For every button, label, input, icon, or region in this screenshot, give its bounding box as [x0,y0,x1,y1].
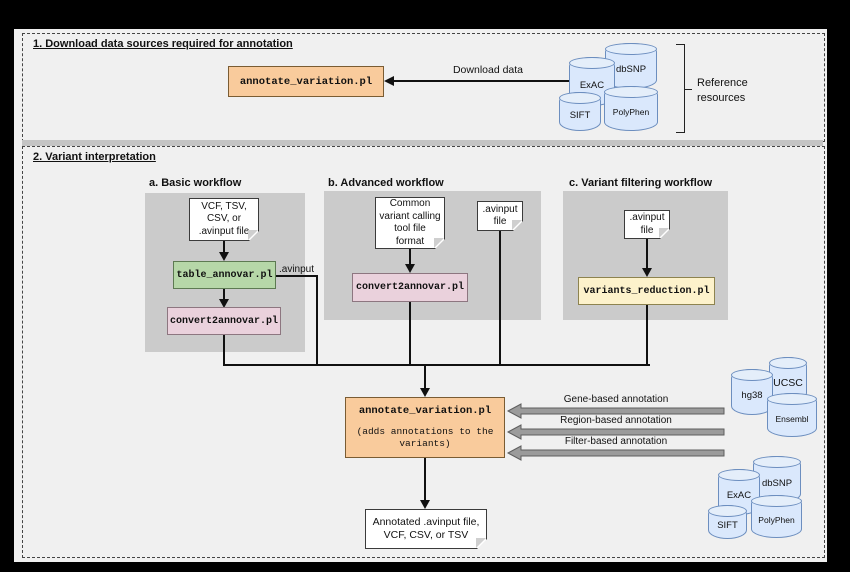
annotate-variation-download-box: annotate_variation.pl [228,66,384,97]
db-label-ensembl: Ensembl [775,413,809,424]
db-label-ucsc: UCSC [773,377,803,389]
db-label-dbsnp-2: dbSNP [761,477,793,489]
workflow-a-input-doc: VCF, TSV, CSV, or .avinput file [189,198,259,241]
arrowhead-icon [405,264,415,273]
workflow-b-avinput-doc: .avinput file [477,201,523,231]
workflow-c-input-doc: .avinput file [624,210,670,239]
gene-annotation-label: Gene-based annotation [563,394,669,405]
connector-line [223,289,225,299]
connector-line [646,305,648,366]
arrowhead-icon [420,388,430,397]
database-cylinder-polyphen-2: PolyPhen [751,495,802,538]
connector-line [409,302,411,366]
connector-line [223,241,225,253]
db-label-exac: ExAC [579,79,605,91]
section2-title: 2. Variant interpretation [33,151,156,163]
section-divider [22,140,823,146]
download-arrow-line [393,80,570,82]
connector-line [424,458,426,501]
connector-line [646,239,648,268]
download-arrow-label: Download data [452,64,524,76]
db-label-exac-2: ExAC [726,490,752,501]
convert2annovar-basic-box: convert2annovar.pl [167,307,281,335]
merge-bus-line [223,364,650,366]
connector-line [223,335,225,366]
reference-resources-label: Reference resources [697,77,748,104]
download-arrowhead-icon [384,76,394,86]
convert2annovar-advanced-box: convert2annovar.pl [352,273,468,302]
reference-bracket-icon [676,44,692,133]
region-annotation-arrow-icon [507,424,725,440]
workflow-b-input-doc: Common variant calling tool file format [375,197,445,249]
variants-reduction-box: variants_reduction.pl [578,277,715,305]
filter-annotation-label: Filter-based annotation [564,436,668,447]
filter-annotation-arrow-icon [507,445,725,461]
database-cylinder-sift-2: SIFT [708,505,747,539]
connector-line [276,275,318,277]
connector-line [316,275,318,366]
annotate-variation-main-box: annotate_variation.pl (adds annotations … [345,397,505,458]
database-cylinder-hg38: hg38 [731,369,773,415]
db-label-polyphen: PolyPhen [612,107,650,117]
section1-title: 1. Download data sources required for an… [33,38,293,50]
connector-line [424,364,426,388]
workflow-b-title: b. Advanced workflow [328,177,444,189]
annotator-subtitle: (adds annotations to the variants) [356,425,494,449]
section-download-data [22,33,825,142]
workflow-c-title: c. Variant filtering workflow [569,177,713,189]
connector-line [409,249,411,264]
annotator-title: annotate_variation.pl [358,404,492,417]
avinput-edge-label: .avinput [279,264,315,275]
region-annotation-label: Region-based annotation [560,415,672,426]
table-annovar-box: table_annovar.pl [173,261,276,289]
arrowhead-icon [642,268,652,277]
connector-line [499,231,501,366]
arrowhead-icon [219,252,229,261]
db-label-polyphen-2: PolyPhen [758,515,795,525]
workflow-a-title: a. Basic workflow [149,177,242,189]
arrowhead-icon [219,299,229,308]
database-cylinder-polyphen: PolyPhen [604,86,658,131]
arrowhead-icon [420,500,430,509]
database-cylinder-sift: SIFT [559,92,601,131]
db-label-sift-2: SIFT [717,520,738,531]
db-label-hg38: hg38 [741,390,763,401]
database-cylinder-ensembl: Ensembl [767,393,817,437]
db-label-sift: SIFT [569,109,591,121]
output-doc: Annotated .avinput file, VCF, CSV, or TS… [365,509,487,549]
diagram-background: 1. Download data sources required for an… [14,29,827,562]
gene-annotation-arrow-icon [507,403,725,419]
db-label-dbsnp: dbSNP [615,64,647,75]
